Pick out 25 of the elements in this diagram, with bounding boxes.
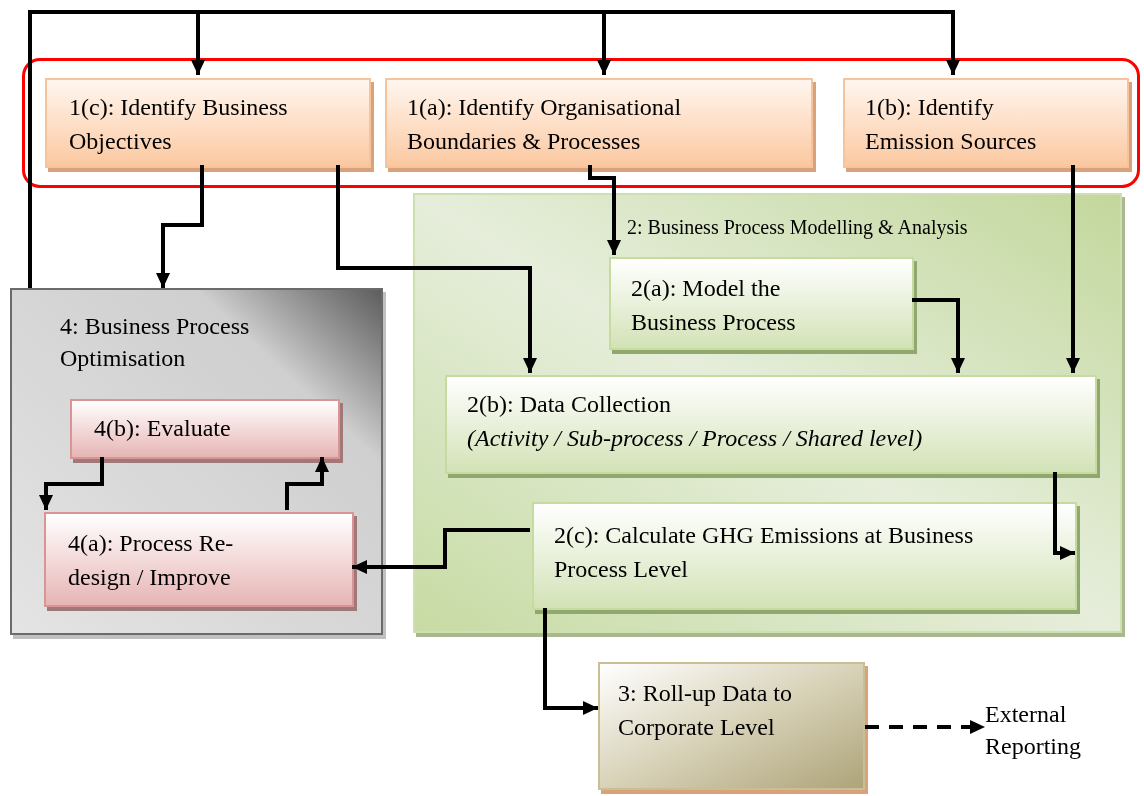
connector-arrow: [285, 457, 329, 510]
box-title: 3: Roll-up Data to Corporate Level: [618, 679, 793, 742]
connector-arrow: [912, 298, 965, 373]
box-title: 1(a): Identify Organisational Boundaries & Processes: [407, 93, 683, 156]
box-title: 4(a): Process Re-design / Improve: [68, 529, 235, 592]
box-title: 2(a): Model the Business Process: [631, 274, 797, 337]
connector-arrow: [1066, 165, 1080, 373]
connector-arrow: [39, 457, 104, 510]
connector-arrow: [156, 165, 204, 288]
group-heading: 4: Business Process Optimisation: [60, 312, 251, 373]
connector-arrow: [352, 528, 530, 574]
box-title: 4(b): Evaluate: [94, 414, 232, 443]
box-title: 2(c): Calculate GHG Emissions at Business Process Level: [554, 521, 975, 584]
box-title: 2(b): Data Collection: [467, 390, 672, 419]
group-heading: 2: Business Process Modelling & Analysis: [627, 215, 969, 241]
connector-arrow: [865, 720, 985, 734]
connector-arrow: [588, 165, 621, 255]
connector-arrow: [543, 608, 598, 715]
box-title: 1(b): Identify Emission Sources: [865, 93, 1038, 156]
output-label: External Reporting: [985, 698, 1115, 764]
connector-arrow: [336, 165, 537, 373]
box-subtitle: (Activity / Sub-process / Process / Shared level): [467, 424, 924, 453]
connector-arrow: [1053, 472, 1075, 560]
group-outline: [22, 58, 1140, 188]
box-title: 1(c): Identify Business Objectives: [69, 93, 289, 156]
